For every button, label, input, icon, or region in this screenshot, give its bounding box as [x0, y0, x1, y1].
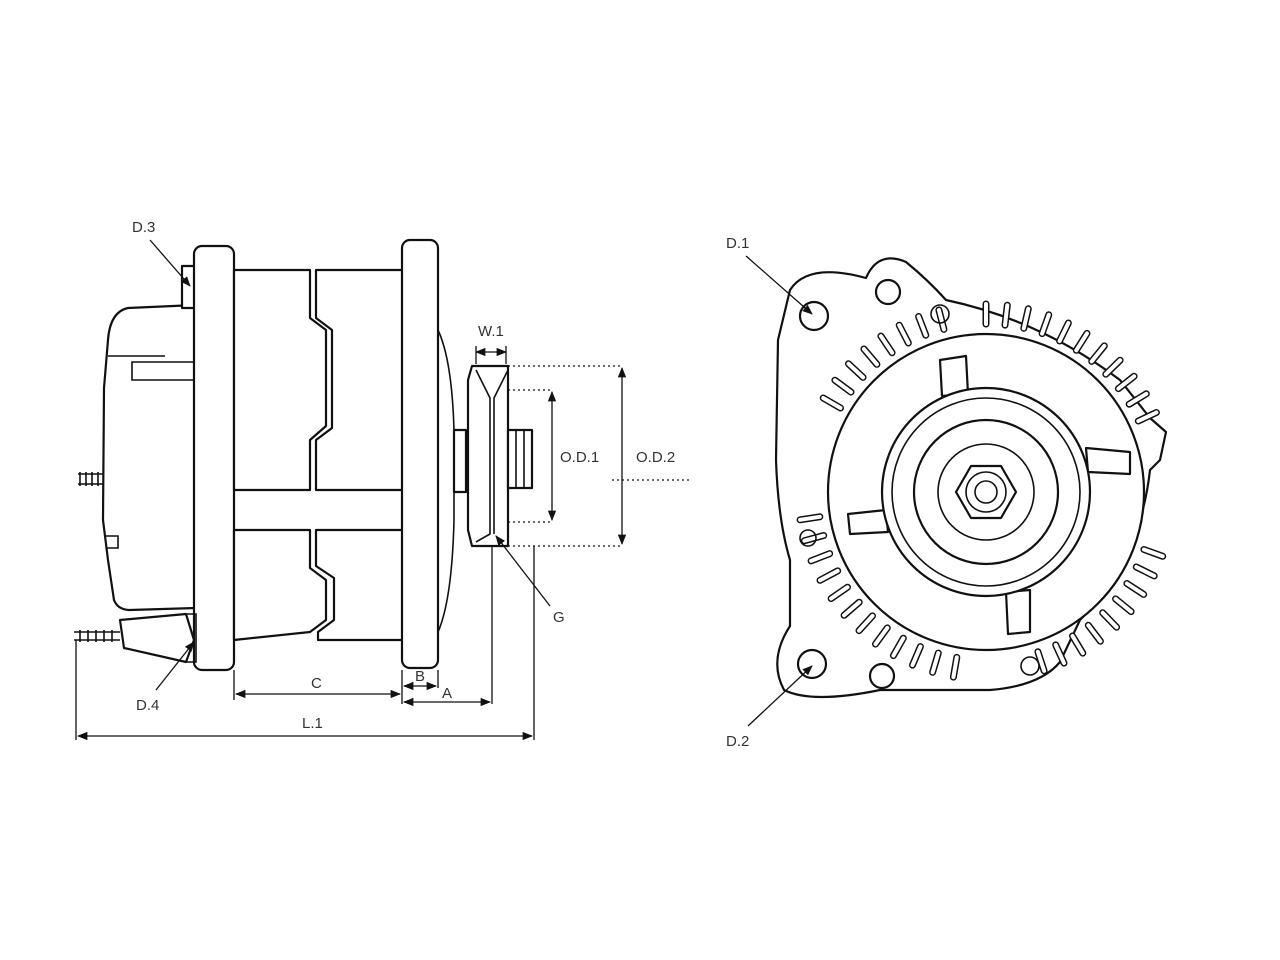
cooling-slot-inner: [809, 551, 832, 563]
cooling-slot-inner: [861, 347, 879, 367]
label-d1: D.1: [726, 235, 749, 252]
rear-stud: [78, 472, 104, 486]
cooling-slot-inner: [1113, 596, 1134, 614]
cooling-slot-inner: [846, 361, 866, 380]
cooling-slot-inner: [1103, 358, 1123, 377]
cooling-slot-inner: [951, 655, 959, 680]
cooling-slot-inner: [1136, 410, 1159, 423]
cooling-slot-inner: [891, 636, 906, 658]
cooling-slot-inner: [829, 585, 850, 601]
stator-body: [232, 268, 328, 492]
side-view: [74, 238, 690, 741]
front-view: [745, 255, 1168, 727]
rear-cap: [101, 303, 198, 612]
cooling-slot-inner: [1141, 547, 1165, 559]
cooling-slot-inner: [1124, 581, 1146, 597]
cooling-slot-inner: [897, 323, 911, 345]
cooling-slot-inner: [1089, 343, 1107, 364]
front-bracket: [400, 238, 440, 670]
cooling-slot-inner: [798, 514, 822, 522]
cooling-slot-inner: [1100, 610, 1119, 630]
cooling-slot-inner: [802, 533, 826, 543]
label-c: C: [311, 675, 322, 692]
label-od1: O.D.1: [560, 449, 599, 466]
label-d2: D.2: [726, 733, 749, 750]
mount-hole-top: [798, 300, 830, 332]
cooling-slot-inner: [916, 314, 928, 338]
label-g: G: [553, 609, 565, 626]
cooling-slot-inner: [1057, 321, 1071, 343]
cooling-slot-inner: [1127, 391, 1149, 407]
label-od2: O.D.2: [636, 449, 675, 466]
terminal-boot: [118, 612, 196, 664]
cooling-slot-inner: [832, 378, 853, 395]
lug-hole-lower: [868, 662, 896, 690]
label-b: B: [415, 668, 425, 685]
cooling-slot-inner: [1035, 649, 1047, 673]
cooling-slots: [796, 300, 1167, 681]
mount-hole-bottom: [796, 648, 828, 680]
label-w1: W.1: [478, 323, 504, 340]
cooling-slot-inner: [930, 651, 941, 675]
cooling-slot-inner: [1070, 634, 1085, 656]
cooling-slot-inner: [842, 600, 862, 618]
cooling-slot-inner: [857, 613, 875, 633]
cooling-slot-inner: [1134, 565, 1157, 578]
front-stud: [74, 630, 120, 642]
label-d3: D.3: [132, 219, 155, 236]
cooling-slot-inner: [1053, 642, 1066, 666]
label-l1: L.1: [302, 715, 323, 732]
cooling-slot-inner: [1021, 306, 1031, 331]
cooling-slot-inner: [821, 396, 843, 410]
label-a: A: [442, 685, 452, 702]
cooling-slot-inner: [1116, 374, 1137, 391]
cooling-slot-inner: [1074, 331, 1089, 353]
cooling-slot-inner: [878, 334, 895, 355]
cooling-slot-inner: [1040, 312, 1051, 336]
pulley-nut: [506, 428, 534, 490]
lug-hole-upper: [874, 278, 902, 306]
shaft: [452, 428, 468, 494]
cooling-slot-inner: [936, 308, 946, 332]
cooling-slot-inner: [1003, 303, 1010, 328]
cooling-slot-inner: [910, 644, 923, 668]
label-d4: D.4: [136, 697, 159, 714]
rear-bracket: [192, 244, 236, 672]
cooling-slot-inner: [873, 625, 890, 647]
cooling-slot-inner: [1086, 623, 1103, 644]
cooling-slot-inner: [818, 568, 840, 583]
